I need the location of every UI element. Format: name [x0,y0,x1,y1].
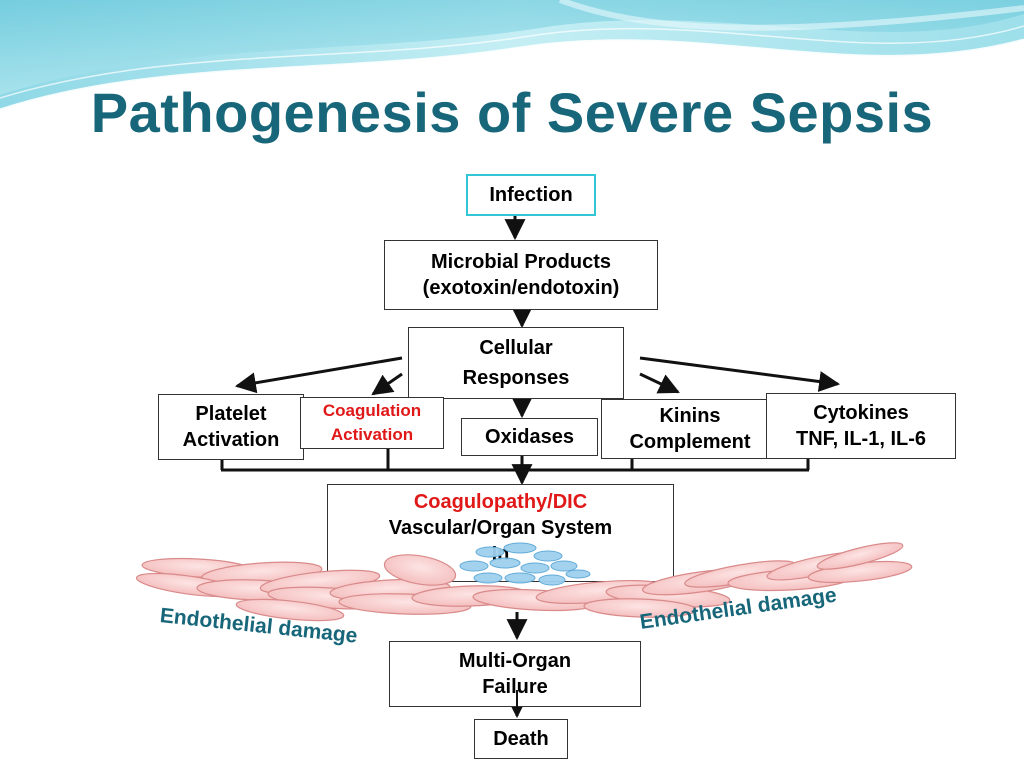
cellular-responses-box: Cellular Responses [408,327,624,399]
death-label: Death [493,728,549,750]
microbial-products-line-1: Microbial Products [430,251,612,273]
cytokines-line-2: TNF, IL-1, IL-6 [796,428,926,450]
platelet-activation-box: Platelet Activation [158,394,304,460]
infection-label: Infection [489,184,573,206]
coagulopathy-line-2: Vascular/Organ System [388,517,613,539]
coagulopathy-line-1: Coagulopathy/DIC [413,491,588,513]
death-box: Death [474,719,568,759]
kinins-complement-line-2: Complement [629,431,751,453]
arrow-cellular-to-coagulation [371,372,403,396]
multi-organ-failure-line-2: Failure [482,676,548,698]
cytokines-box: Cytokines TNF, IL-1, IL-6 [766,393,956,459]
multi-organ-failure-line-1: Multi-Organ [458,650,572,672]
cellular-responses-line-2: Responses [462,367,570,389]
cytokines-line-1: Cytokines [813,402,909,424]
header-wave-decoration [0,0,1024,112]
multi-organ-failure-box: Multi-Organ Failure [389,641,641,707]
kinins-complement-line-1: Kinins [659,405,721,427]
coagulation-activation-line-2: Activation [330,425,414,444]
oxidases-box: Oxidases [461,418,598,456]
microbial-products-line-2: (exotoxin/endotoxin) [422,277,620,299]
slide-title: Pathogenesis of Severe Sepsis [90,81,934,144]
platelet-activation-line-2: Activation [182,429,280,451]
cellular-responses-line-1: Cellular [479,337,553,359]
microbial-products-box: Microbial Products (exotoxin/endotoxin) [384,240,658,310]
arrow-cellular-to-cytokines [639,356,841,392]
arrow-cellular-to-kinins [639,372,680,394]
platelet-activation-line-1: Platelet [195,403,267,425]
oxidases-label: Oxidases [485,426,574,448]
infection-box: Infection [466,174,596,216]
coagulation-activation-box: Coagulation Activation [300,397,444,449]
coagulation-activation-line-1: Coagulation [322,401,422,420]
arrow-cellular-to-platelet [234,356,403,394]
kinins-complement-box: Kinins Complement [601,399,779,459]
